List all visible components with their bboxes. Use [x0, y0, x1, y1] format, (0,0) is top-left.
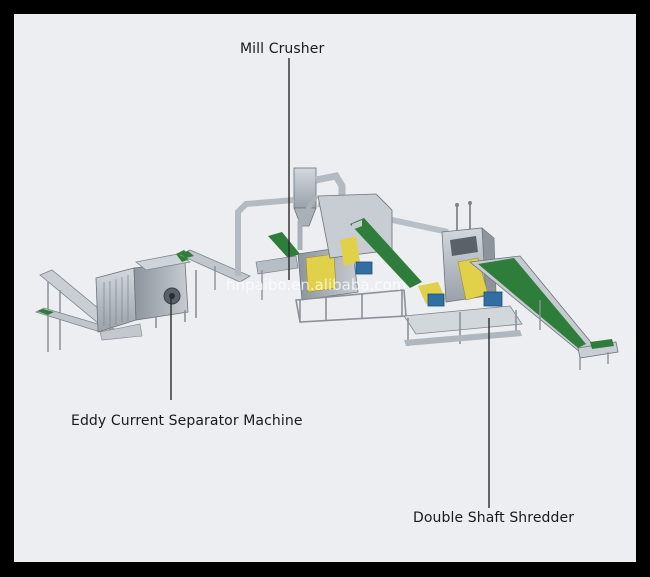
eddy-current-separator-label: Eddy Current Separator Machine	[71, 413, 303, 429]
watermark-text: hnpaibo.en.alibaba.com	[226, 276, 406, 294]
eddy-current-separator-machine	[34, 250, 197, 352]
double-shaft-shredder-label: Double Shaft Shredder	[413, 510, 575, 526]
belt-conveyor-middle	[179, 249, 251, 290]
mill-crusher-label: Mill Crusher	[240, 41, 325, 57]
double-shaft-shredder-machine	[403, 201, 619, 370]
mill-crusher-machine	[235, 167, 449, 323]
